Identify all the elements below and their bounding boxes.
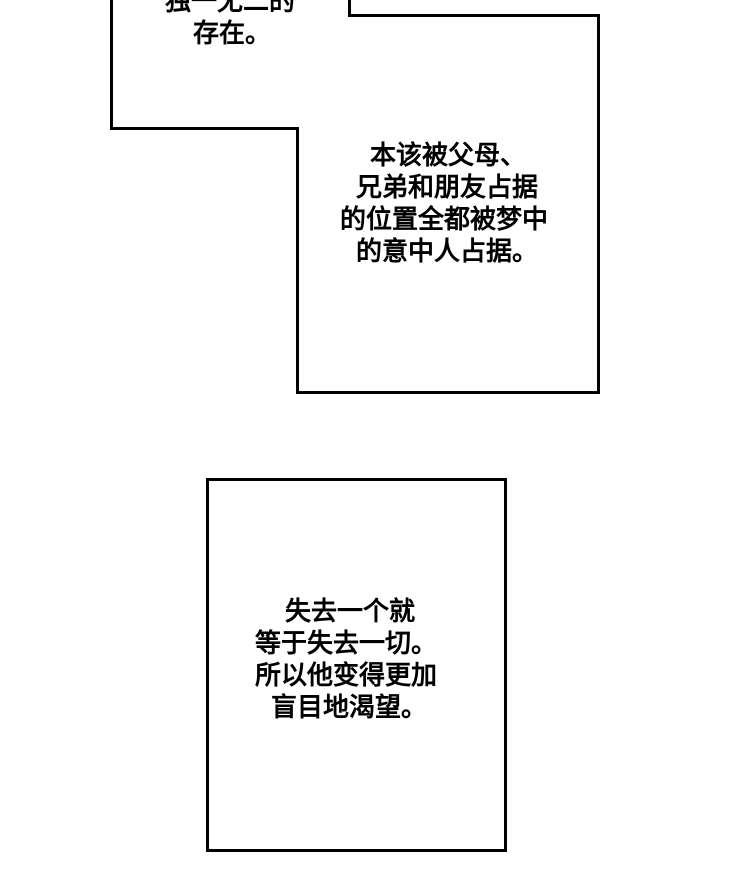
caption-line: 存在。 — [193, 19, 272, 49]
top-caption: 独一无二的 存在。 — [165, 0, 295, 50]
caption-line: 等于失去一切。 — [255, 629, 438, 659]
panel-edge — [597, 14, 600, 394]
caption-line: 失去一个就 — [285, 597, 416, 627]
caption-line: 独一无二的 — [165, 0, 296, 17]
panel-edge — [110, 127, 299, 130]
panel-edge — [296, 127, 299, 394]
caption-line: 的意中人占据。 — [356, 237, 539, 267]
caption-line: 盲目地渴望。 — [271, 693, 428, 723]
middle-caption: 本该被父母、 兄弟和朋友占据 的位置全都被梦中 的意中人占据。 — [340, 140, 548, 268]
panel-edge — [110, 0, 113, 130]
caption-line: 兄弟和朋友占据 — [356, 173, 539, 203]
caption-line: 所以他变得更加 — [255, 661, 438, 691]
panel-edge — [296, 391, 600, 394]
panel-edge — [348, 14, 600, 17]
caption-line: 的位置全都被梦中 — [340, 205, 549, 235]
caption-line: 本该被父母、 — [370, 141, 527, 171]
bottom-caption: 失去一个就 等于失去一切。 所以他变得更加 盲目地渴望。 — [255, 596, 437, 724]
panel-edge — [348, 0, 351, 17]
lower-caption-box — [206, 478, 507, 852]
